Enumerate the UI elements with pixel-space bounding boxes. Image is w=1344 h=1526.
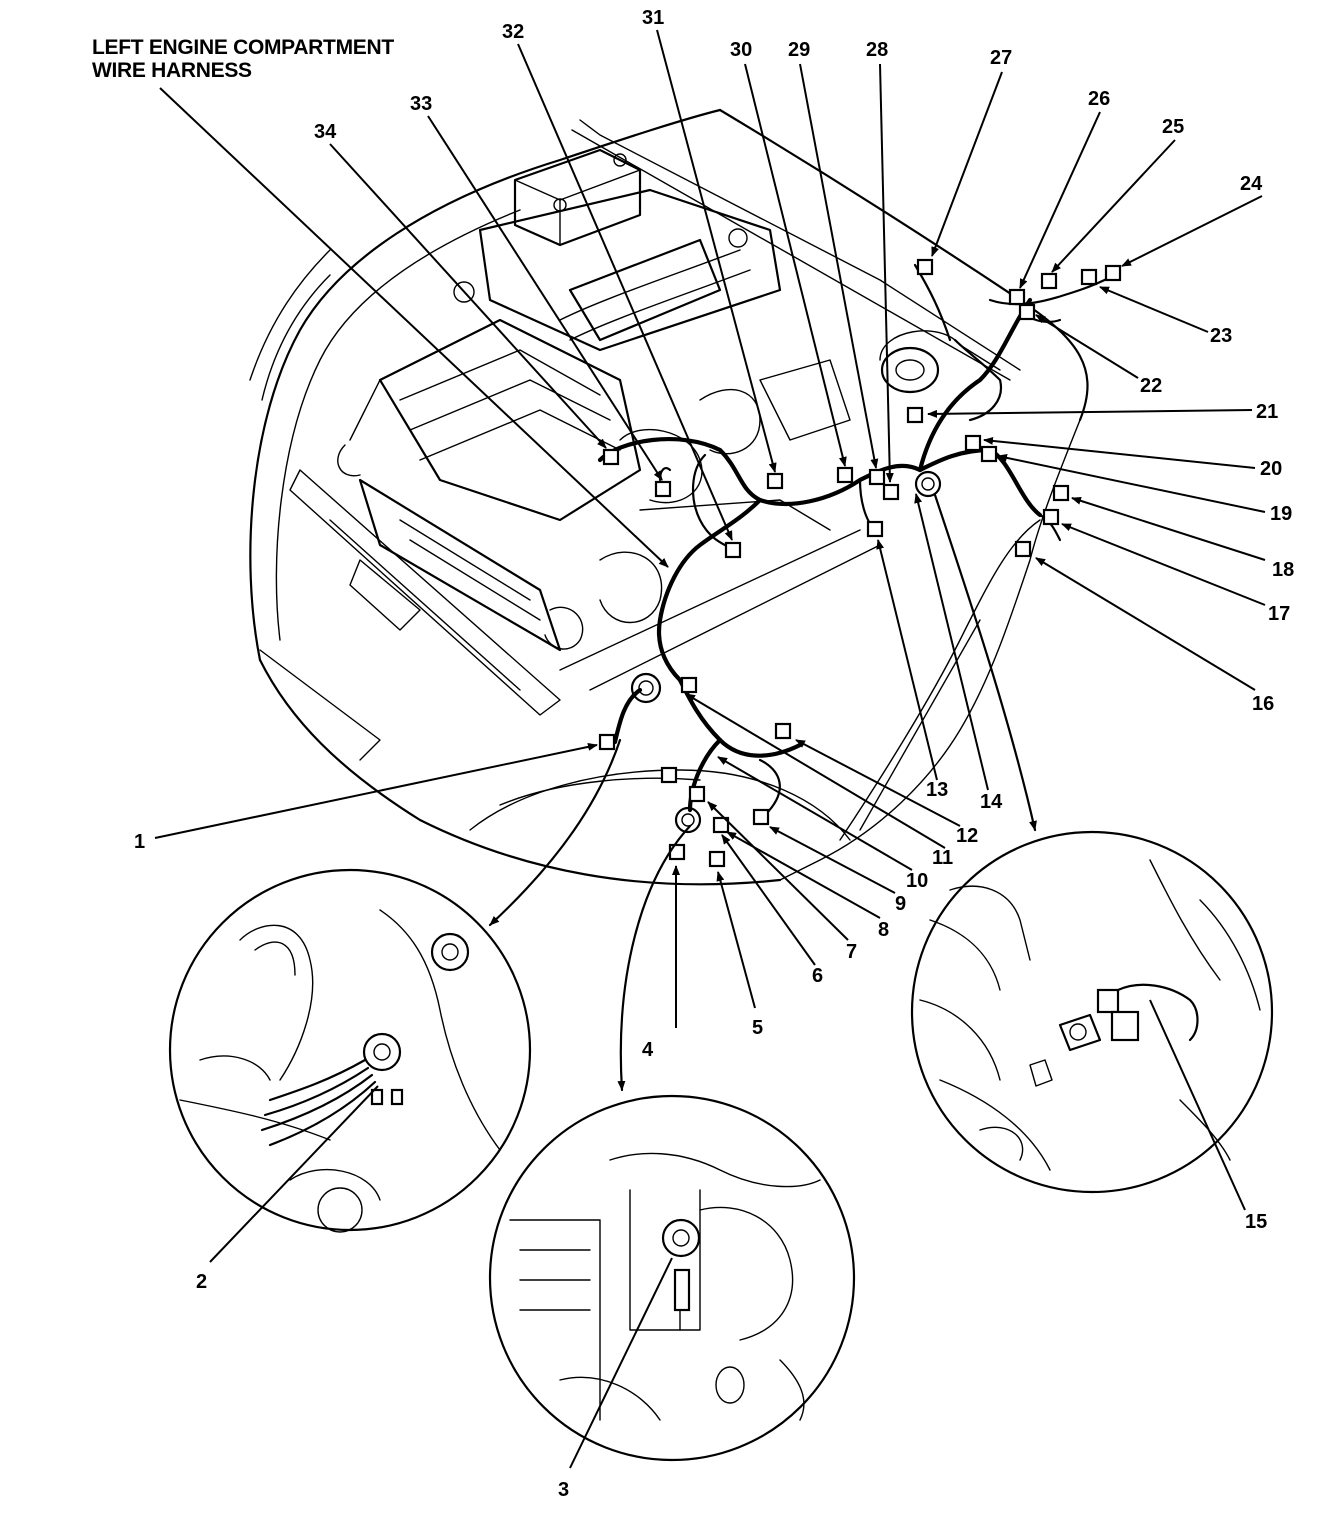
connector-32: [724, 541, 742, 559]
connector-32a: [654, 480, 672, 498]
connector-29: [868, 468, 886, 486]
connector-19: [980, 445, 998, 463]
callout-9: 9: [895, 893, 906, 915]
connector-26: [1008, 288, 1026, 306]
connector-33: [602, 448, 620, 466]
callout-10: 10: [906, 870, 928, 892]
callout-18: 18: [1272, 559, 1294, 581]
connector-23: [1080, 268, 1098, 286]
connector-8: [712, 816, 730, 834]
callout-12: 12: [956, 825, 978, 847]
diagram-title: LEFT ENGINE COMPARTMENT WIRE HARNESS: [92, 36, 394, 82]
connector-24: [1104, 264, 1122, 282]
title-line-1: LEFT ENGINE COMPARTMENT: [92, 36, 394, 59]
callout-29: 29: [788, 39, 810, 61]
connector-27: [916, 258, 934, 276]
connector-12: [774, 722, 792, 740]
callout-13: 13: [926, 779, 948, 801]
connector-17: [1042, 508, 1060, 526]
connector-22: [1018, 303, 1036, 321]
callout-21: 21: [1256, 401, 1278, 423]
connector-5: [708, 850, 726, 868]
callout-11: 11: [932, 847, 953, 869]
callout-6: 6: [812, 965, 823, 987]
connector-28: [882, 483, 900, 501]
callout-27: 27: [990, 47, 1012, 69]
callout-22: 22: [1140, 375, 1162, 397]
callout-4: 4: [642, 1039, 654, 1061]
connector-16: [1014, 540, 1032, 558]
engine-bay: [337, 148, 1001, 691]
callout-26: 26: [1088, 88, 1110, 110]
ground-bolts: [630, 470, 942, 834]
callout-32: 32: [502, 21, 524, 43]
callout-25: 25: [1162, 116, 1184, 138]
title-line-2: WIRE HARNESS: [92, 59, 252, 82]
callout-33: 33: [410, 93, 432, 115]
inset-detail-right: [910, 830, 1274, 1194]
callout-23: 23: [1210, 325, 1232, 347]
callout-3: 3: [558, 1479, 569, 1501]
inset-detail-left: [168, 868, 532, 1233]
callout-5: 5: [752, 1017, 763, 1039]
connector-9: [752, 808, 770, 826]
leader-lines: [154, 29, 1266, 1469]
callout-8: 8: [878, 919, 889, 941]
callout-2: 2: [196, 1271, 207, 1293]
callout-1: 1: [134, 831, 145, 853]
callout-24: 24: [1240, 173, 1263, 195]
connector-12a: [680, 676, 698, 694]
connector-25: [1040, 272, 1058, 290]
callout-34: 34: [314, 121, 337, 143]
callout-19: 19: [1270, 503, 1292, 525]
callout-31: 31: [642, 7, 664, 29]
connector-20: [964, 434, 982, 452]
callout-28: 28: [866, 39, 888, 61]
callout-17: 17: [1268, 603, 1290, 625]
wire-harness-trunk: [597, 263, 1117, 817]
connector-1: [598, 733, 616, 751]
callout-30: 30: [730, 39, 752, 61]
vehicle-body-outline: [249, 108, 1089, 886]
callout-16: 16: [1252, 693, 1274, 715]
callout-numbers: 1 2 3 4 5 6 7 8 9 10 11 12 13 14 15 16 1…: [134, 7, 1294, 1501]
connector-30: [836, 466, 854, 484]
connector-5a: [660, 766, 678, 784]
inset-detail-center: [488, 1094, 856, 1462]
connector-18: [1052, 484, 1070, 502]
inset-pointer-arrows: [488, 493, 1037, 1092]
callout-14: 14: [980, 791, 1003, 813]
connector-7: [688, 785, 706, 803]
callout-7: 7: [846, 941, 857, 963]
connector-21: [906, 406, 924, 424]
harness-connectors: [598, 258, 1122, 868]
callout-20: 20: [1260, 458, 1282, 480]
connector-31: [766, 472, 784, 490]
connector-13: [866, 520, 884, 538]
callout-15: 15: [1245, 1211, 1267, 1233]
